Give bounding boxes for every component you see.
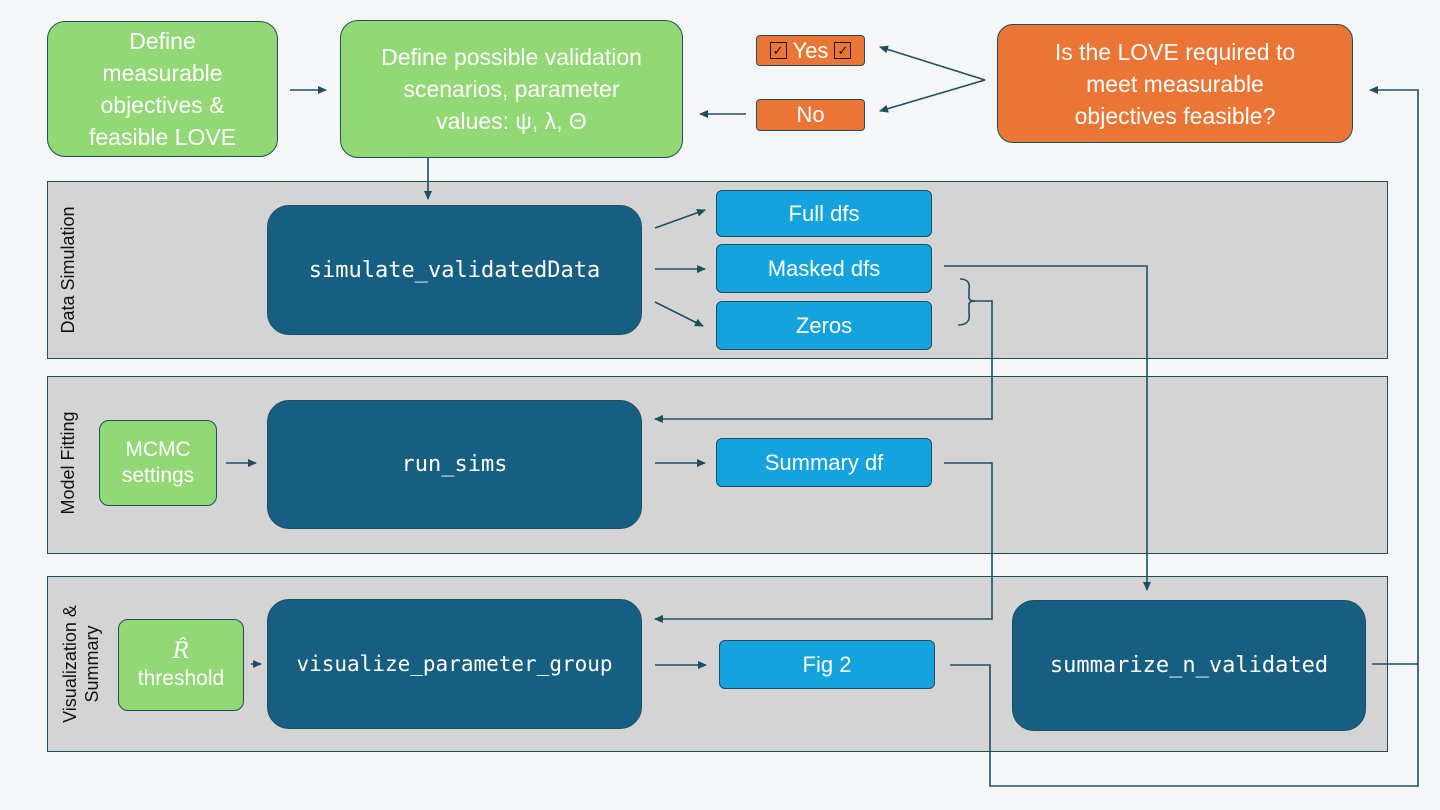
r-hat-symbol: R̂ — [172, 639, 190, 664]
full-dfs-box[interactable]: Full dfs — [716, 190, 932, 237]
r-hat-threshold-box[interactable]: R̂ threshold — [118, 619, 244, 711]
fig2-box[interactable]: Fig 2 — [719, 640, 935, 689]
feasibility-question-box[interactable]: Is the LOVE required to meet measurable … — [997, 24, 1353, 143]
summarize-n-validated-box[interactable]: summarize_n_validated — [1012, 600, 1366, 731]
masked-dfs-box[interactable]: Masked dfs — [716, 244, 932, 293]
simulate-validated-data-box[interactable]: simulate_validatedData — [267, 205, 642, 335]
mcmc-settings-box[interactable]: MCMC settings — [99, 420, 217, 506]
checkbox-icon: ✓ — [769, 42, 787, 59]
threshold-label: threshold — [137, 667, 225, 690]
no-box[interactable]: No — [756, 99, 865, 131]
visualize-parameter-group-box[interactable]: visualize_parameter_group — [267, 599, 642, 729]
zeros-box[interactable]: Zeros — [716, 301, 932, 350]
yes-box[interactable]: ✓ Yes ✓ — [756, 35, 865, 66]
yes-label: Yes — [792, 37, 829, 63]
run-sims-box[interactable]: run_sims — [267, 400, 642, 529]
checkbox-icon: ✓ — [834, 42, 852, 59]
define-objectives-box[interactable]: Define measurable objectives & feasible … — [47, 21, 278, 157]
summary-df-box[interactable]: Summary df — [716, 438, 932, 487]
define-scenarios-box[interactable]: Define possible validation scenarios, pa… — [340, 20, 683, 158]
